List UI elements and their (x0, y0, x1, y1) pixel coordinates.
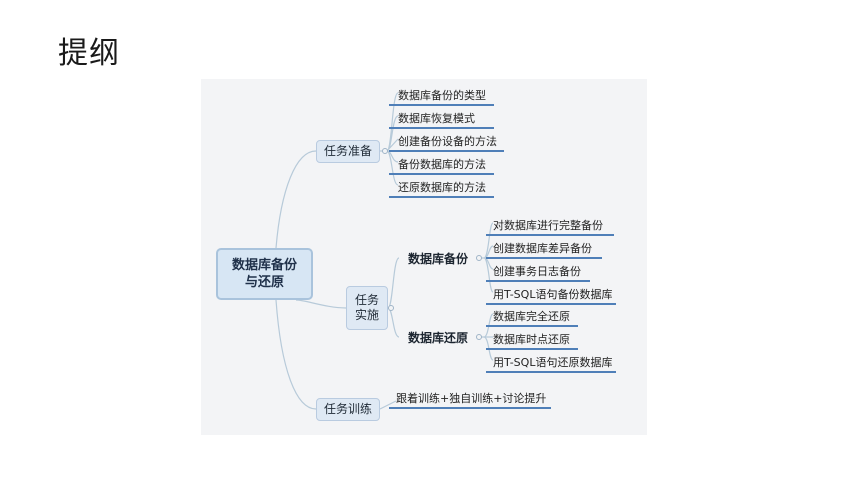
underline-backup-1 (486, 234, 614, 236)
leaf-backup-4[interactable]: 用T-SQL语句备份数据库 (493, 288, 613, 301)
branch-label-impl-line2: 实施 (354, 308, 379, 322)
root-label-line1: 数据库备份 (231, 258, 297, 273)
leaf-restore-2[interactable]: 数据库时点还原 (493, 333, 570, 346)
collapse-dot-restore (476, 334, 482, 340)
leaf-restore-1[interactable]: 数据库完全还原 (493, 310, 570, 323)
collapse-dot-backup (476, 255, 482, 261)
connector-root-impl (295, 299, 347, 309)
leaf-backup-1[interactable]: 对数据库进行完整备份 (493, 219, 603, 232)
underline-prep-4 (389, 173, 494, 175)
underline-restore-2 (486, 348, 578, 350)
root-node[interactable]: 数据库备份 与还原 (216, 248, 313, 300)
root-label-line2: 与还原 (244, 275, 284, 290)
underline-prep-5 (389, 196, 494, 198)
leaf-backup-2[interactable]: 创建数据库差异备份 (493, 242, 592, 255)
leaf-prep-2[interactable]: 数据库恢复模式 (398, 112, 475, 125)
leaf-backup-3[interactable]: 创建事务日志备份 (493, 265, 581, 278)
connector-lines (275, 92, 494, 410)
sub-label-backup: 数据库备份 (407, 251, 468, 266)
underline-backup-3 (486, 280, 590, 282)
branch-node-impl[interactable]: 任务 实施 (346, 286, 388, 330)
connector-train-leaf (379, 400, 397, 410)
sub-node-restore[interactable]: 数据库还原 (399, 328, 477, 346)
page-title: 提纲 (58, 36, 120, 71)
branch-label-impl-line1: 任务 (354, 293, 379, 307)
underline-backup-2 (486, 257, 602, 259)
leaf-train-1[interactable]: 跟着训练+独自训练+讨论提升 (396, 392, 547, 405)
sub-node-backup[interactable]: 数据库备份 (399, 249, 477, 267)
branch-node-prep[interactable]: 任务准备 (316, 140, 380, 163)
leaf-prep-4[interactable]: 备份数据库的方法 (398, 158, 486, 171)
mind-map: 数据库备份 与还原 任务准备 数据库备份的类型 数据库恢复模式 创建备份设备的方… (201, 79, 647, 435)
branch-label-prep: 任务准备 (323, 144, 372, 158)
underline-prep-3 (389, 150, 504, 152)
underline-restore-1 (486, 325, 578, 327)
underline-prep-1 (389, 104, 494, 106)
leaf-prep-5[interactable]: 还原数据库的方法 (398, 181, 486, 194)
connector-root-prep (275, 150, 317, 249)
underline-prep-2 (389, 127, 494, 129)
leaf-prep-1[interactable]: 数据库备份的类型 (398, 89, 486, 102)
leaf-restore-3[interactable]: 用T-SQL语句还原数据库 (493, 356, 613, 369)
sub-label-restore: 数据库还原 (407, 330, 468, 345)
connector-root-train (275, 299, 317, 410)
underline-backup-4 (486, 303, 616, 305)
underline-restore-3 (486, 371, 616, 373)
collapse-dot-prep (382, 148, 388, 154)
branch-label-train: 任务训练 (323, 402, 372, 416)
underline-train-1 (389, 407, 551, 409)
collapse-dot-impl (388, 305, 394, 311)
connector-impl-subs (387, 257, 400, 338)
leaf-prep-3[interactable]: 创建备份设备的方法 (398, 135, 497, 148)
branch-node-train[interactable]: 任务训练 (316, 398, 380, 421)
connector-prep-leaves (380, 92, 399, 186)
